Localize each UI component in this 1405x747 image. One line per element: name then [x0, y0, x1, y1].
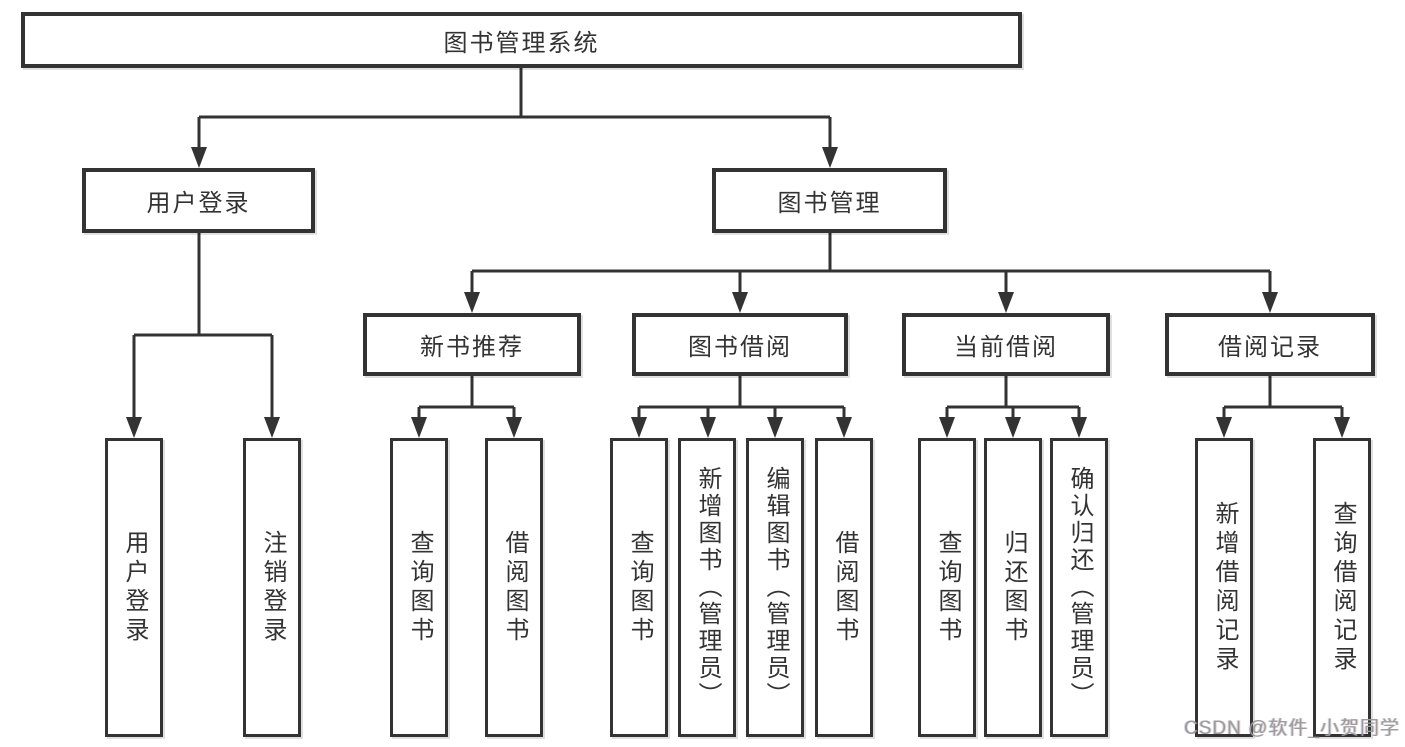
- connector-paths: [132, 67, 1344, 421]
- leaf-current-confirm-return-admin-label: 确认归还（管理员）: [1066, 466, 1093, 709]
- node-user-login-label: 用户登录: [146, 190, 251, 217]
- leaf-borrow-borrow-book-label: 借阅图书: [831, 529, 858, 646]
- node-new-book-recommend: 新书推荐: [363, 313, 581, 376]
- leaf-borrow-add-book-admin-label: 新增图书（管理员）: [694, 466, 721, 709]
- leaf-logout-label: 注销登录: [259, 529, 286, 646]
- leaf-borrow-search-book: 查询图书: [610, 438, 668, 737]
- node-current-borrow-label: 当前借阅: [954, 334, 1058, 361]
- leaf-borrow-borrow-book: 借阅图书: [815, 438, 873, 737]
- node-root-system-label: 图书管理系统: [443, 29, 600, 57]
- node-root-system: 图书管理系统: [21, 12, 1022, 68]
- leaf-current-search-book: 查询图书: [918, 438, 976, 737]
- leaf-current-return-book: 归还图书: [984, 438, 1042, 737]
- watermark: CSDN @软件_小贺同学: [1184, 718, 1400, 739]
- node-book-management-label: 图书管理: [777, 190, 882, 217]
- leaf-recommend-borrow-book: 借阅图书: [485, 438, 543, 737]
- leaf-logout: 注销登录: [243, 438, 301, 737]
- leaf-recommend-search-book-label: 查询图书: [406, 529, 433, 646]
- leaf-current-confirm-return-admin: 确认归还（管理员）: [1050, 438, 1108, 737]
- leaf-record-search-record-label: 查询借阅记录: [1329, 500, 1356, 675]
- leaf-record-add-record: 新增借阅记录: [1195, 438, 1253, 737]
- node-new-book-recommend-label: 新书推荐: [420, 334, 524, 361]
- leaf-recommend-borrow-book-label: 借阅图书: [501, 529, 528, 646]
- node-borrow-record: 借阅记录: [1165, 313, 1375, 376]
- leaf-current-return-book-label: 归还图书: [1000, 529, 1027, 646]
- node-borrow-record-label: 借阅记录: [1218, 334, 1322, 361]
- leaf-current-search-book-label: 查询图书: [934, 529, 961, 646]
- leaf-record-search-record: 查询借阅记录: [1313, 438, 1371, 737]
- node-current-borrow: 当前借阅: [902, 313, 1110, 376]
- leaf-borrow-search-book-label: 查询图书: [626, 529, 653, 646]
- node-book-borrow-label: 图书借阅: [688, 334, 792, 361]
- leaf-borrow-edit-book-admin: 编辑图书（管理员）: [746, 438, 804, 737]
- leaf-borrow-add-book-admin: 新增图书（管理员）: [678, 438, 736, 737]
- leaf-record-add-record-label: 新增借阅记录: [1211, 500, 1238, 675]
- leaf-borrow-edit-book-admin-label: 编辑图书（管理员）: [762, 466, 789, 709]
- arrowheads: [126, 147, 1350, 438]
- node-book-borrow: 图书借阅: [632, 313, 848, 376]
- leaf-user-login: 用户登录: [105, 438, 163, 737]
- node-book-management: 图书管理: [712, 168, 947, 233]
- node-user-login: 用户登录: [82, 168, 315, 233]
- leaf-user-login-label: 用户登录: [121, 529, 148, 646]
- leaf-recommend-search-book: 查询图书: [390, 438, 448, 737]
